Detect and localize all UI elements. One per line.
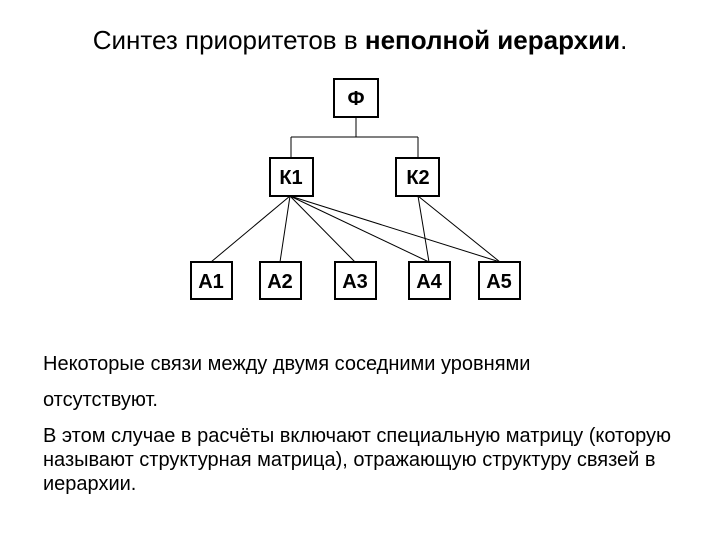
node-a4-label: А4 [416, 271, 442, 293]
title-emphasis: неполной иерархии [364, 25, 621, 55]
edge-k1-a2 [279, 195, 291, 263]
node-a5-label: А5 [486, 271, 512, 293]
edge-k2-a4 [417, 195, 430, 263]
node-k2-label: К2 [406, 167, 429, 189]
node-k1-label: К1 [279, 167, 302, 189]
statement-line-1: Некоторые связи между двумя соседними ур… [43, 353, 531, 375]
node-alternative-a4: А4 [408, 261, 451, 300]
edge-k1-a3 [289, 195, 356, 263]
node-a1-label: А1 [198, 271, 224, 293]
node-alternative-a2: А2 [259, 261, 302, 300]
edge-k1-a4 [289, 195, 430, 263]
node-goal-label: Ф [347, 88, 364, 110]
node-a2-label: А2 [267, 271, 293, 293]
node-alternative-a5: А5 [478, 261, 521, 300]
explanation-paragraph: В этом случае в расчёты включают специал… [43, 425, 671, 495]
edge-k1-a5 [289, 195, 501, 263]
edge-k1-a1 [210, 195, 291, 263]
node-criterion-k2: К2 [395, 157, 440, 197]
node-criterion-k1: К1 [269, 157, 314, 197]
node-a3-label: А3 [342, 271, 368, 293]
edge-k2-a5 [417, 195, 501, 263]
hierarchy-diagram: Ф К1 К2 А1 А2 А3 А4 А5 [190, 78, 521, 300]
statement-line-2: отсутствуют. [43, 389, 158, 411]
title-prefix: Синтез приоритетов в [92, 25, 365, 55]
node-alternative-a1: А1 [190, 261, 233, 300]
node-goal: Ф [333, 78, 379, 118]
slide-title: Синтез приоритетов в неполной иерархии. [0, 24, 720, 56]
title-suffix: . [620, 25, 628, 55]
node-alternative-a3: А3 [334, 261, 377, 300]
